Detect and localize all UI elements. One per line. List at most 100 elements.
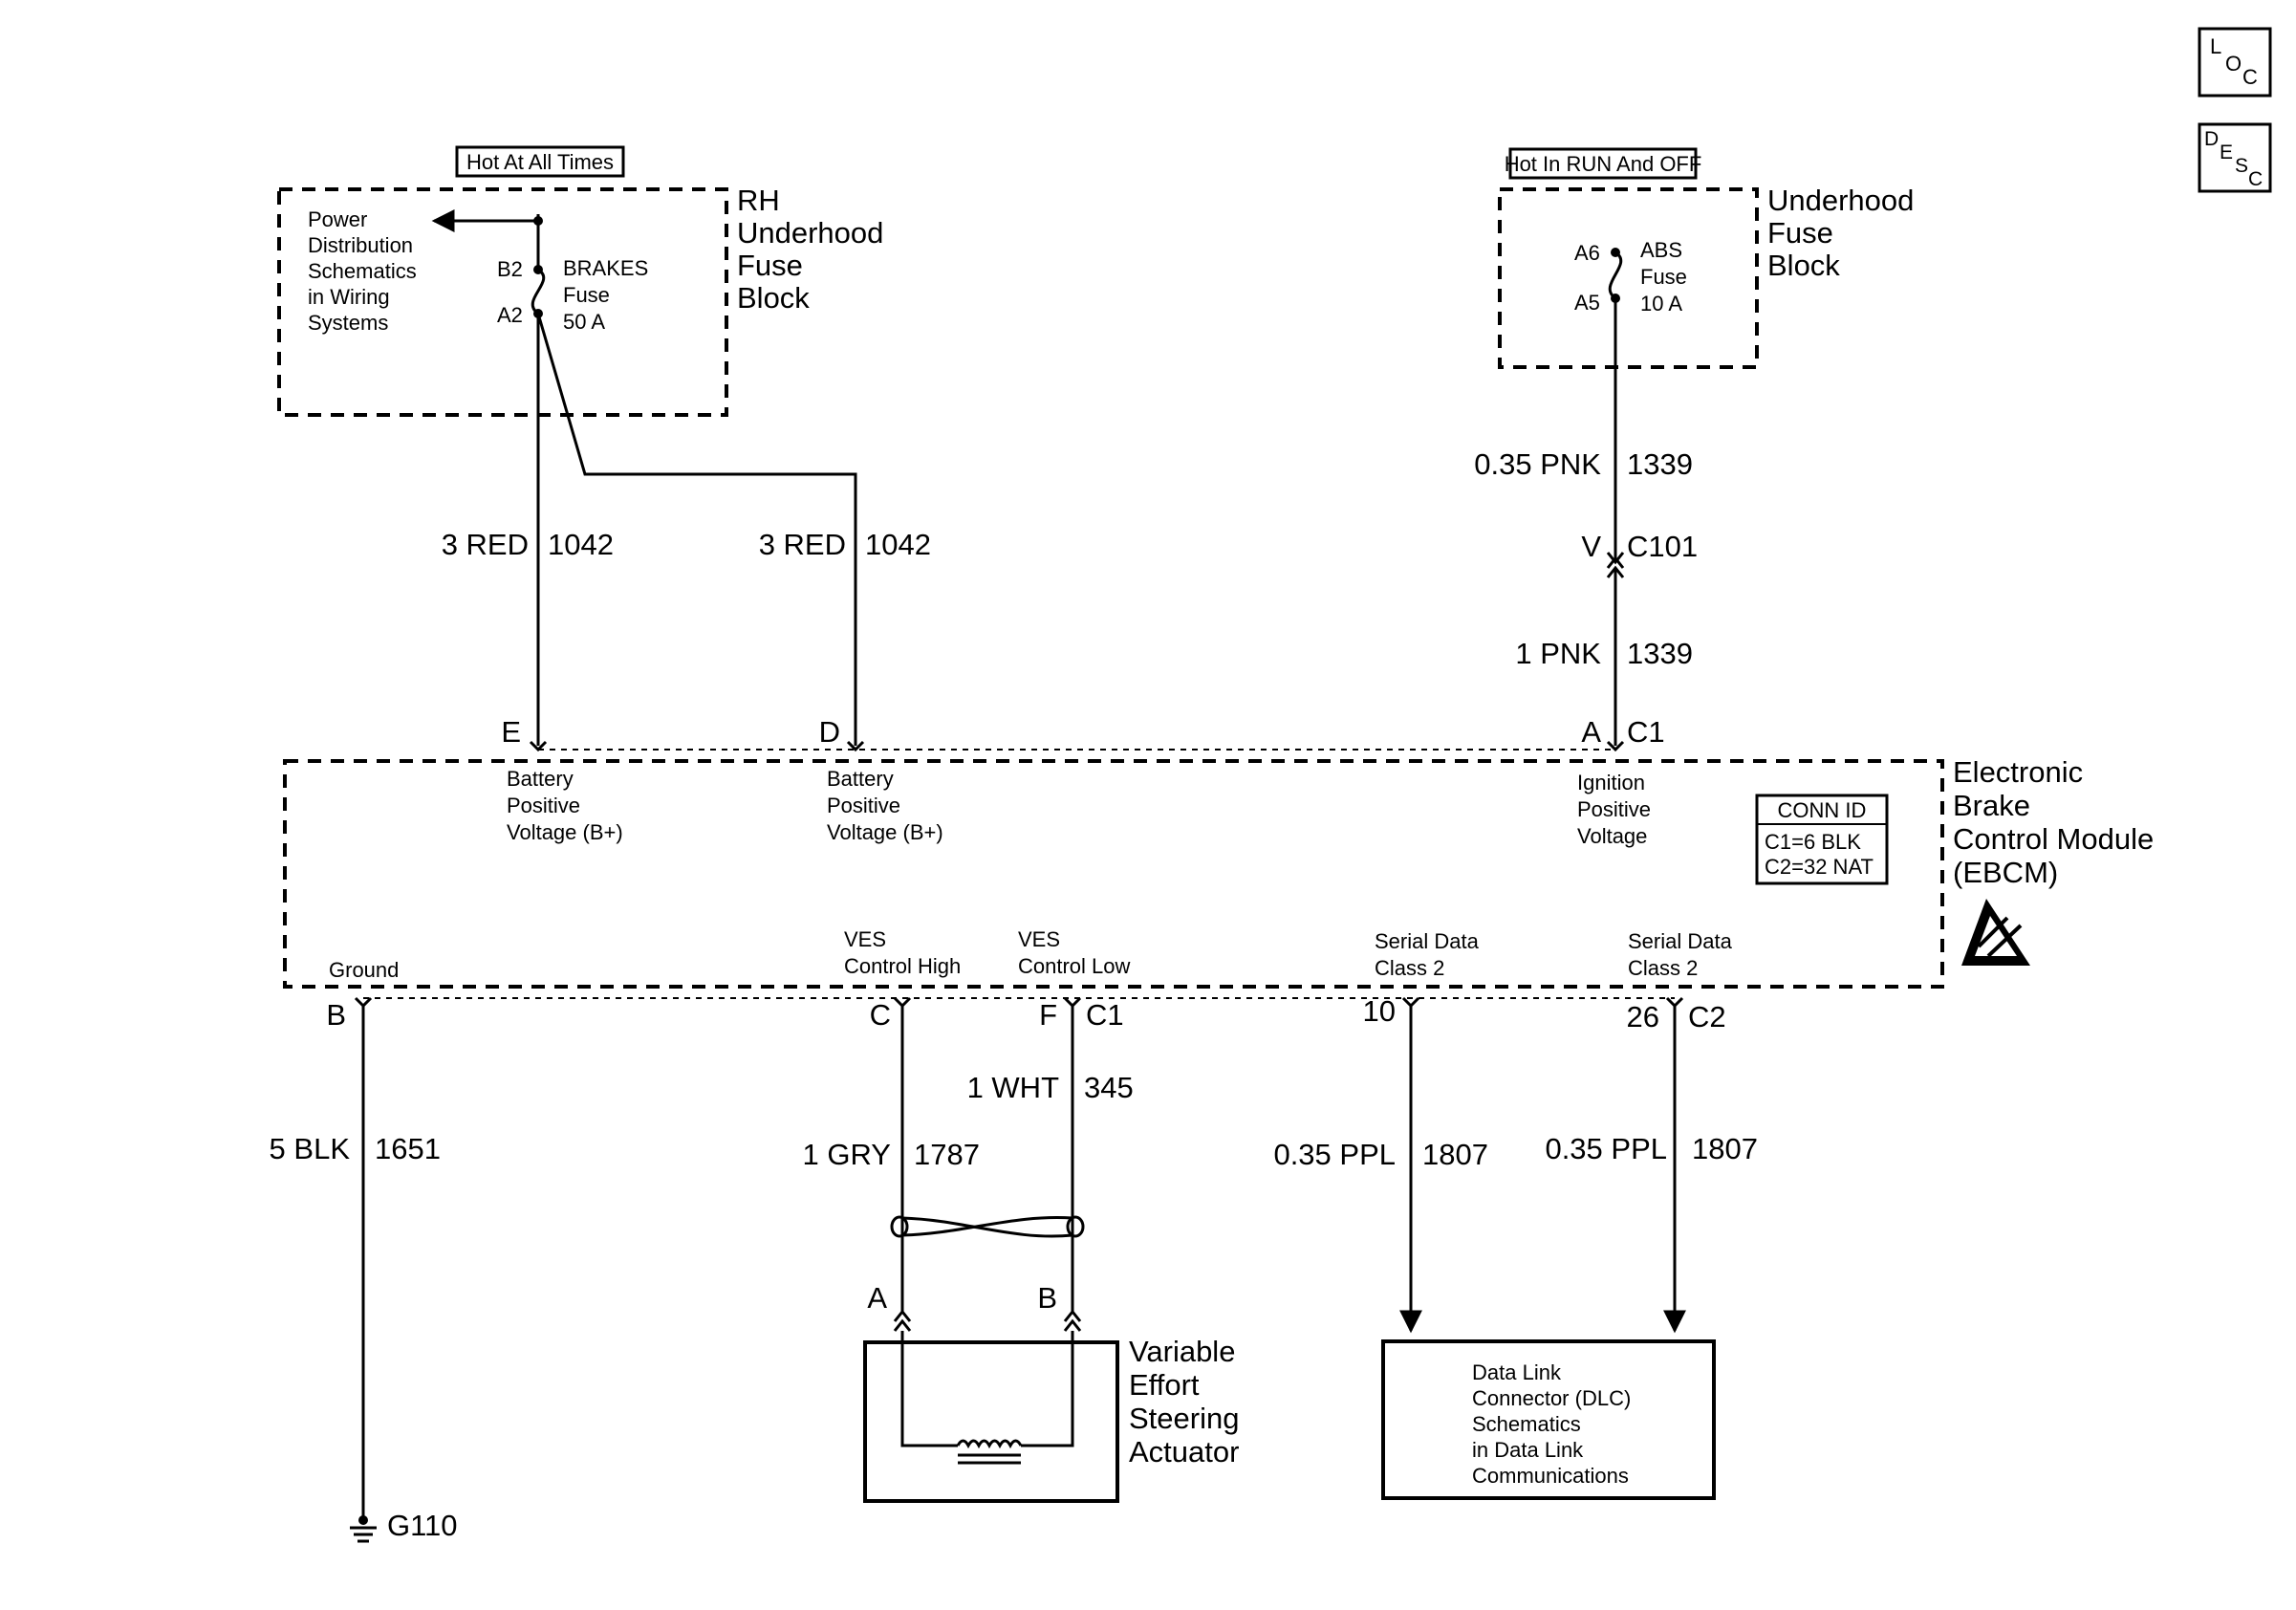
pin-function: Control Low	[1018, 954, 1131, 978]
wire-circuit: 1339	[1627, 447, 1693, 481]
actuator-title: Steering	[1129, 1402, 1239, 1435]
pin-c: VES Control High C	[844, 927, 961, 1032]
coil-icon	[956, 1439, 1023, 1465]
fuse-block-title: Block	[737, 281, 810, 315]
hot-tag-box	[1508, 147, 1698, 180]
power-dist-ref[interactable]: Power	[308, 207, 367, 231]
pin-function: Battery	[507, 767, 574, 791]
wire-circuit: 345	[1084, 1071, 1134, 1104]
dlc-outline	[1381, 1339, 1716, 1500]
desc-letter: E	[2220, 141, 2233, 163]
desc-button[interactable]: D E S C	[2198, 122, 2272, 193]
power-dist-ref[interactable]: Distribution	[308, 233, 413, 257]
fuse-block-title: Fuse	[1767, 216, 1833, 250]
connector-name: C101	[1627, 530, 1698, 563]
pin-letter: D	[819, 715, 840, 749]
dlc-label: Connector (DLC)	[1472, 1386, 1631, 1410]
fuse-name: Fuse	[1640, 265, 1687, 289]
pin-letter: F	[1039, 998, 1057, 1032]
pin-e: E Battery Positive Voltage (B+)	[501, 715, 622, 844]
pin-function: Positive	[507, 794, 580, 817]
power-dist-ref[interactable]: Schematics	[308, 259, 417, 283]
pin-function: Ignition	[1577, 771, 1645, 794]
fuse-block-outline	[1498, 187, 1759, 369]
dlc-label: Schematics	[1472, 1412, 1581, 1436]
fuse-rating: 50 A	[563, 310, 605, 334]
pin-letter: 10	[1363, 994, 1396, 1028]
conn-id-box: CONN ID C1=6 BLK C2=32 NAT	[1755, 794, 1889, 885]
fuse-block-outline	[277, 187, 728, 417]
fuse-pin-label: A2	[497, 303, 523, 327]
wire-gauge: 0.35 PPL	[1273, 1138, 1396, 1171]
ebcm-outline	[283, 759, 1944, 989]
circuit-1787-345: 1 GRY 1787 1 WHT 345	[803, 1006, 1134, 1312]
pin-10: Serial Data Class 2 10	[1363, 929, 1480, 1028]
actuator-pin-a: A	[867, 1281, 887, 1315]
conn-id-c2: C2=32 NAT	[1765, 855, 1874, 879]
connector-name: C1	[1086, 998, 1124, 1032]
pin-function: Positive	[827, 794, 900, 817]
c101-connector-icon	[1606, 552, 1625, 565]
ebcm-title: Brake	[1953, 789, 2030, 822]
wire-circuit: 1807	[1422, 1138, 1488, 1171]
fuse-pin-label: A5	[1574, 291, 1600, 315]
dlc-label: in Data Link	[1472, 1438, 1584, 1462]
hot-tag: Hot In RUN And OFF	[1505, 152, 1702, 176]
circuit-1042: 3 RED 1042 3 RED 1042	[442, 313, 931, 746]
pin-d: D Battery Positive Voltage (B+)	[819, 715, 943, 844]
wire-gauge: 1 WHT	[967, 1071, 1060, 1104]
wire-circuit: 1339	[1627, 637, 1693, 670]
loc-button[interactable]: L O C	[2198, 27, 2272, 98]
pin-26-c2: Serial Data Class 2 26 C2	[1627, 929, 1733, 1033]
actuator-title: Effort	[1129, 1368, 1200, 1402]
power-dist-ref[interactable]: Systems	[308, 311, 388, 335]
connector-name: C2	[1688, 1000, 1726, 1033]
dlc-reference[interactable]: Data Link Connector (DLC) Schematics in …	[1381, 1339, 1716, 1500]
wire-gauge: 5 BLK	[270, 1132, 351, 1165]
pin-letter: 26	[1627, 1000, 1659, 1033]
hot-tag-box	[455, 145, 625, 178]
wire-circuit: 1042	[865, 528, 931, 561]
pin-letter: E	[501, 715, 521, 749]
loc-letter: L	[2210, 34, 2221, 58]
wire-gauge: 3 RED	[759, 528, 846, 561]
pin-function: VES	[1018, 927, 1060, 951]
wire-gauge: 1 PNK	[1515, 637, 1601, 670]
pin-letter: C	[870, 998, 891, 1032]
wire-circuit: 1651	[375, 1132, 441, 1165]
pin-function: Voltage (B+)	[507, 820, 623, 844]
wire-circuit: 1807	[1692, 1132, 1758, 1165]
wire-gauge: 0.35 PNK	[1474, 447, 1601, 481]
fuse-symbol	[531, 268, 546, 315]
fuse-block-title: Underhood	[1767, 184, 1914, 217]
rh-fuse-block: Hot At All Times RH Underhood Fuse Block…	[277, 145, 883, 417]
pin-function: Voltage	[1577, 824, 1647, 848]
ves-actuator: A B Variable Effort Steering Actuator	[863, 1281, 1239, 1503]
fuse-symbol	[1608, 250, 1623, 300]
conn-id-c1: C1=6 BLK	[1765, 830, 1861, 854]
fuse-block-title: Block	[1767, 249, 1840, 282]
pin-function: Class 2	[1375, 956, 1444, 980]
fuse-block-title: Underhood	[737, 216, 883, 250]
fuse-block-title: Fuse	[737, 249, 803, 282]
wire-gauge: 0.35 PPL	[1545, 1132, 1667, 1165]
fuse-block-title: RH	[737, 184, 780, 217]
actuator-outline	[863, 1340, 1119, 1503]
ground-name: G110	[387, 1509, 458, 1542]
fuse-name: Fuse	[563, 283, 610, 307]
pin-function: Positive	[1577, 797, 1651, 821]
pin-function: Voltage (B+)	[827, 820, 943, 844]
pin-letter: A	[1581, 715, 1601, 749]
wire-gauge: 3 RED	[442, 528, 529, 561]
circuit-1651: 5 BLK 1651 G110	[270, 1006, 458, 1543]
actuator-pin-b: B	[1037, 1281, 1057, 1315]
hot-tag: Hot At All Times	[466, 150, 614, 174]
ebcm-title: Electronic	[1953, 755, 2083, 789]
ground-icon	[350, 1515, 377, 1543]
fuse-rating: 10 A	[1640, 292, 1682, 315]
twisted-pair-icon	[890, 1215, 1085, 1238]
power-dist-ref[interactable]: in Wiring	[308, 285, 390, 309]
pin-a-c1: A C1 Ignition Positive Voltage	[1577, 715, 1665, 848]
